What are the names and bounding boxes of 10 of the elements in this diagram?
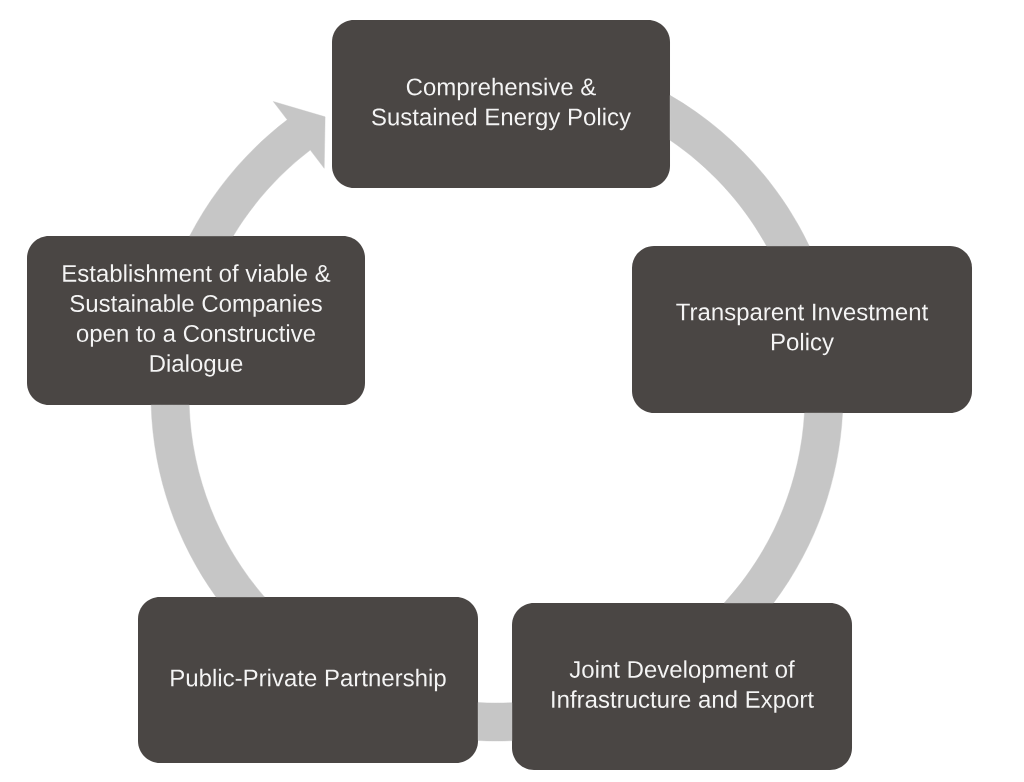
curved-band (477, 702, 513, 742)
curved-band (150, 404, 265, 598)
rounded-box: Transparent Investment Policy (632, 246, 972, 413)
rounded-box: Joint Development of Infrastructure and Export (512, 603, 852, 770)
curved-arrow (189, 101, 326, 237)
rounded-box: Comprehensive & Sustained Energy Policy (332, 20, 670, 188)
curved-band (669, 95, 810, 247)
rounded-box: Public-Private Partnership (138, 597, 478, 763)
rounded-box: Establishment of viable & Sustainable Companies open to a Constructive Dialogue (27, 236, 365, 405)
curved-band (723, 412, 843, 604)
